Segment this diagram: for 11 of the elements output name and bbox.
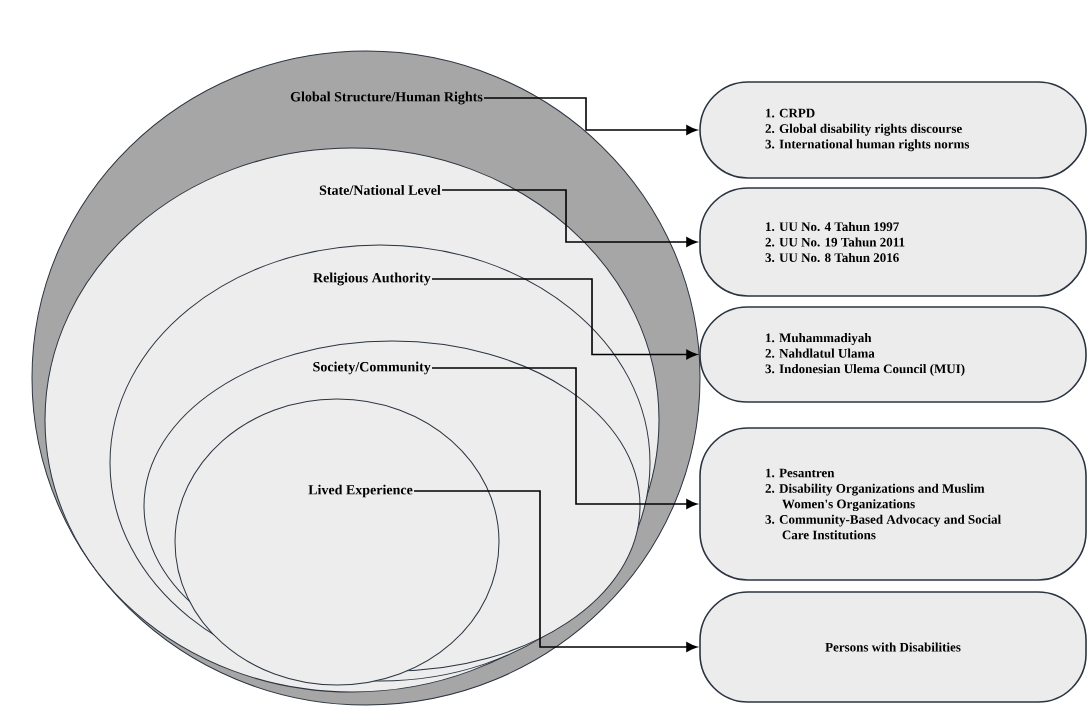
elbow-arrow	[441, 189, 698, 247]
elbow-arrow	[483, 97, 698, 135]
elbow-arrow	[431, 278, 698, 360]
rounded-box: 1. Muhammadiyah 2. Nahdlatul Ulama 3. Indonesian Ulema Council (MUI)	[699, 306, 1087, 403]
rounded-box: Persons with Disabilities	[699, 591, 1087, 703]
rounded-box: 1. UU No. 4 Tahun 1997 2. UU No. 19 Tahun 2011 3. UU No. 8 Tahun 2016	[699, 187, 1087, 297]
elbow-arrow	[413, 490, 698, 652]
elbow-arrow	[431, 367, 698, 509]
rounded-box: 1. Pesantren 2. Disability Organizations and Muslim Women's Organizations 3. Community-Based Advocacy and Social Care Institutions	[699, 427, 1087, 581]
ellipse-layer: Lived Experience	[174, 398, 500, 686]
rounded-box: 1. CRPD 2. Global disability rights discourse 3. International human rights norms	[699, 81, 1087, 179]
